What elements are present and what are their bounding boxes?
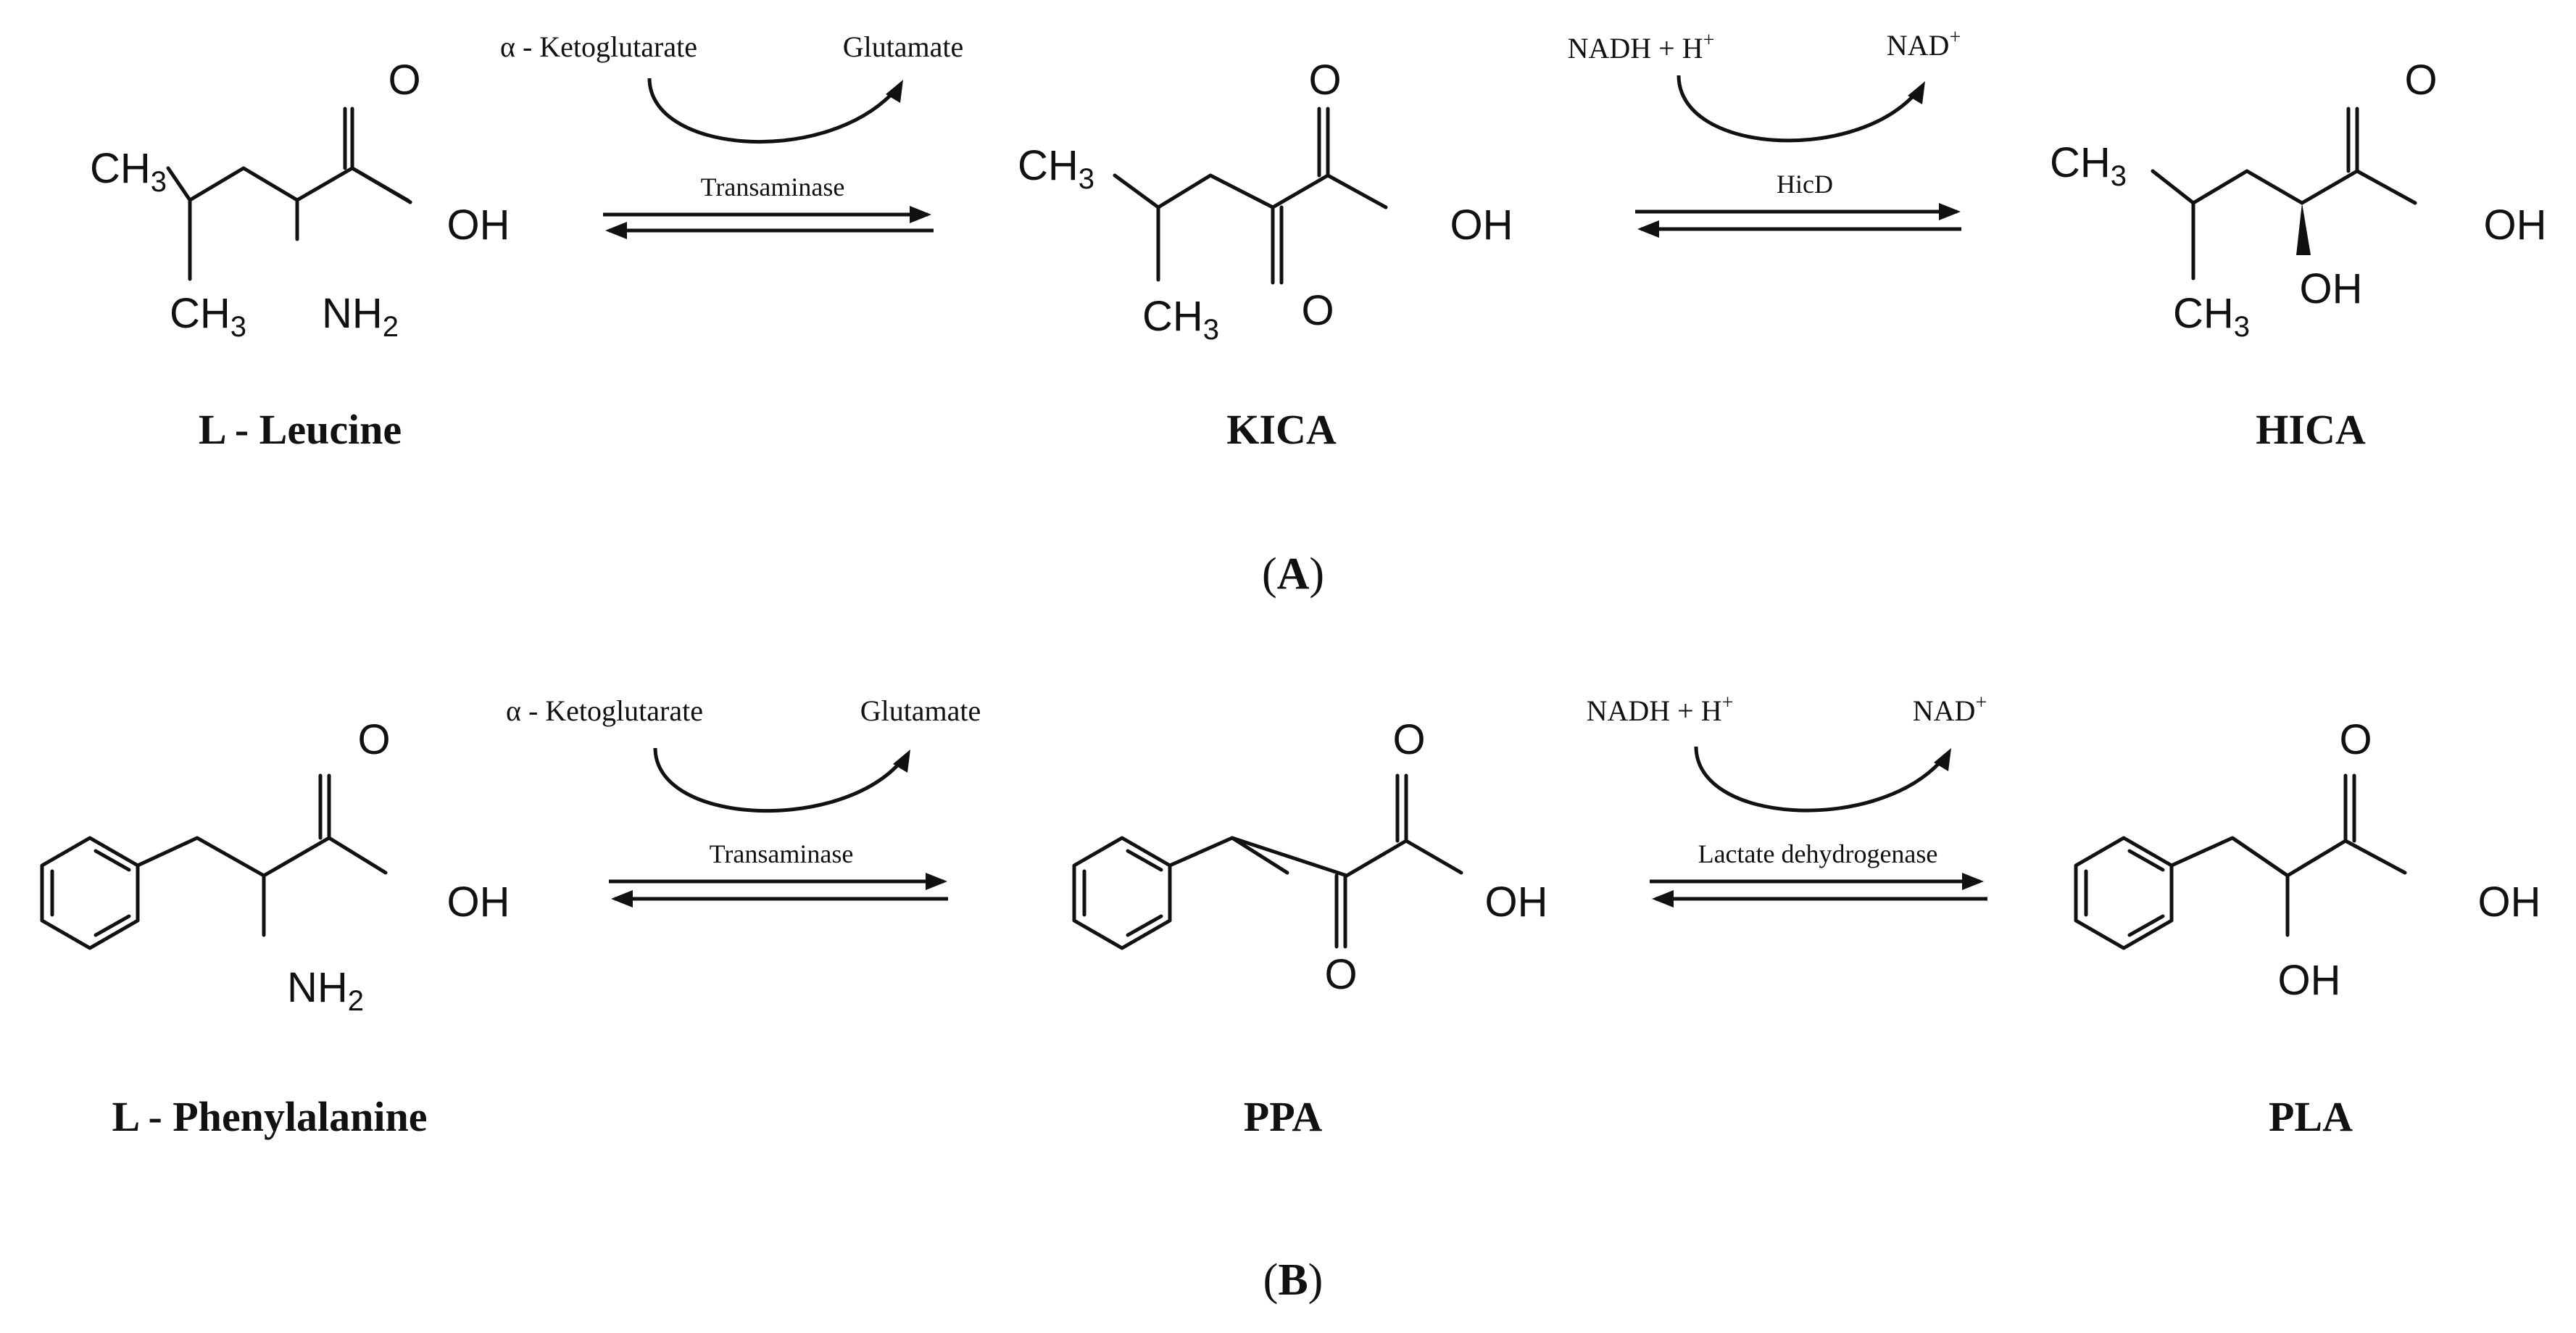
enzyme-label: Lactate dehydrogenase	[1698, 839, 1938, 868]
reaction-arrow-a1: α - Ketoglutarate Glutamate Transaminase	[500, 30, 963, 239]
compound-name-phenylalanine: L - Phenylalanine	[112, 1093, 427, 1140]
compound-name-ppa: PPA	[1244, 1093, 1323, 1140]
panel-label-a: (A)	[1262, 549, 1324, 599]
panel-a: CH3 CH3 NH2 O OH α - Ketoglutarate Gluta…	[90, 26, 2547, 599]
ppa-structure: O O OH	[1072, 716, 1548, 998]
kica-structure: CH3 CH3 O O OH	[1018, 57, 1513, 346]
svg-text:CH3: CH3	[90, 145, 167, 198]
compound-name-hica: HICA	[2256, 406, 2366, 453]
enzyme-label: Transaminase	[710, 839, 854, 868]
pla-structure: O OH OH	[2074, 716, 2541, 1004]
svg-text:OH: OH	[2478, 879, 2541, 926]
cofactor-in: α - Ketoglutarate	[506, 694, 703, 727]
svg-text:OH: OH	[2300, 265, 2363, 312]
panel-label-b: (B)	[1263, 1255, 1324, 1305]
compound-name-pla: PLA	[2269, 1093, 2353, 1140]
svg-text:O: O	[388, 57, 420, 104]
svg-text:OH: OH	[1485, 879, 1548, 926]
cofactor-out: Glutamate	[860, 694, 981, 727]
svg-text:OH: OH	[2484, 202, 2547, 249]
svg-text:CH3: CH3	[2050, 139, 2127, 192]
leucine-structure: CH3 CH3 NH2 O OH	[90, 57, 510, 343]
svg-text:OH: OH	[447, 202, 510, 249]
svg-text:NADH + H+: NADH + H+	[1587, 692, 1734, 727]
hica-structure: CH3 CH3 OH O OH	[2050, 57, 2547, 343]
enzyme-label: HicD	[1777, 170, 1833, 199]
svg-text:NAD+: NAD+	[1913, 692, 1987, 727]
phenylalanine-structure: O OH NH2	[40, 716, 510, 1017]
reaction-arrow-b1: α - Ketoglutarate Glutamate Transaminase	[506, 694, 981, 908]
svg-text:CH3: CH3	[170, 290, 246, 343]
panel-b: O OH NH2 α - Ketoglutarate Glutamate Tra…	[40, 692, 2541, 1305]
svg-text:O: O	[357, 716, 390, 763]
reaction-arrow-b2: NADH + H+ NAD+ Lactate dehydrogenase	[1587, 692, 1987, 908]
compound-name-kica: KICA	[1226, 406, 1337, 453]
svg-text:NAD+: NAD+	[1887, 26, 1961, 62]
svg-text:O: O	[1301, 287, 1334, 334]
cofactor-out: Glutamate	[843, 30, 964, 63]
svg-text:OH: OH	[447, 879, 510, 926]
svg-text:NH2: NH2	[322, 290, 399, 343]
svg-text:OH: OH	[2278, 957, 2341, 1004]
svg-text:O: O	[2404, 57, 2437, 104]
enzyme-label: Transaminase	[701, 173, 845, 202]
svg-text:NH2: NH2	[287, 964, 364, 1017]
svg-text:O: O	[1392, 716, 1425, 763]
svg-text:NADH + H+: NADH + H+	[1568, 29, 1715, 65]
svg-text:OH: OH	[1450, 202, 1513, 249]
svg-text:CH3: CH3	[2173, 290, 2250, 343]
svg-text:O: O	[2339, 716, 2372, 763]
cofactor-in: α - Ketoglutarate	[500, 30, 697, 63]
reaction-arrow-a2: NADH + H+ NAD+ HicD	[1568, 26, 1961, 238]
compound-name-leucine: L - Leucine	[199, 406, 402, 453]
svg-text:CH3: CH3	[1018, 142, 1094, 195]
svg-text:O: O	[1308, 57, 1341, 104]
svg-text:CH3: CH3	[1142, 293, 1219, 346]
svg-text:O: O	[1324, 951, 1357, 998]
